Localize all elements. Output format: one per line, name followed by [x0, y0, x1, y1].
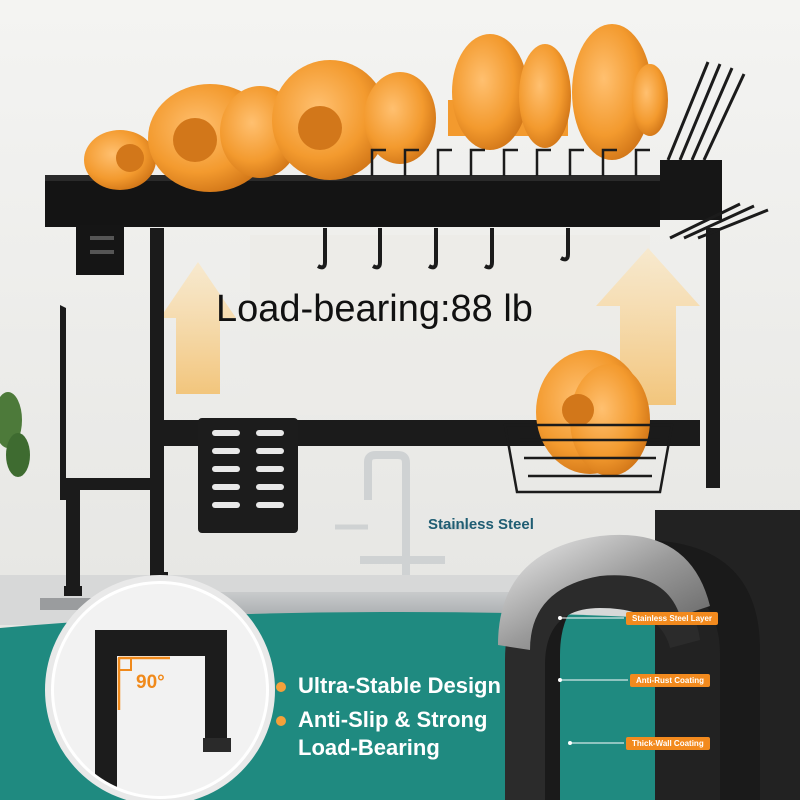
- feature-load-bearing: Load-Bearing: [298, 735, 440, 760]
- wire-basket: [503, 423, 674, 494]
- plant-decoration: [0, 392, 30, 477]
- feature-text: Ultra-Stable Design: [298, 673, 501, 698]
- top-shelf: [45, 175, 660, 227]
- bullet-dot-icon: [276, 716, 286, 727]
- angle-90-label: 90°: [136, 672, 165, 693]
- cutting-board-holder: [198, 418, 298, 533]
- thick-wall-coating-label: Thick-Wall Coating: [626, 737, 710, 750]
- hanging-hooks: [317, 228, 570, 270]
- feature-anti-slip: Anti-Slip & Strong: [276, 707, 487, 733]
- dish-slots: [370, 148, 650, 176]
- feature-text: Anti-Slip & Strong: [298, 707, 488, 732]
- bullet-dot-icon: [276, 682, 286, 693]
- anti-rust-coating-label: Anti-Rust Coating: [630, 674, 710, 687]
- up-arrow-left: [160, 262, 236, 394]
- stainless-steel-title: Stainless Steel: [428, 516, 534, 533]
- faucet: [335, 451, 470, 575]
- feature-ultra-stable: Ultra-Stable Design: [276, 673, 501, 699]
- steel-layers-graphic: [498, 510, 800, 800]
- dumbbell-plates-basket: [536, 350, 650, 476]
- knife-rack: [660, 61, 769, 240]
- detail-circle-leg: [45, 575, 275, 800]
- load-bearing-headline: Load-bearing:88 lb: [216, 288, 533, 330]
- dumbbell-plates-top: [84, 24, 668, 192]
- stainless-steel-layer-label: Stainless Steel Layer: [626, 612, 719, 625]
